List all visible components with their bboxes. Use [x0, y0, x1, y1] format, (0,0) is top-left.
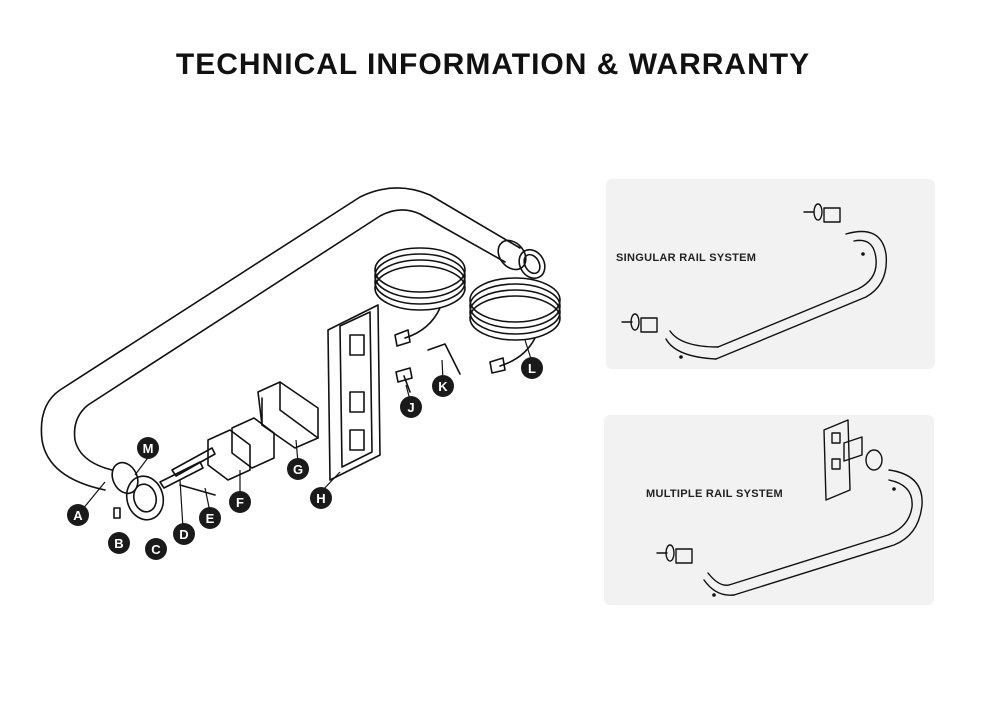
svg-text:J: J — [407, 400, 414, 415]
svg-text:A: A — [73, 508, 83, 523]
callout-C: C — [145, 538, 167, 560]
page-title: TECHNICAL INFORMATION & WARRANTY — [175, 48, 811, 81]
callout-L: L — [521, 357, 543, 379]
svg-text:L: L — [528, 361, 536, 376]
svg-text:H: H — [316, 491, 325, 506]
rail-tube — [40, 187, 521, 491]
singular-rail-illustration — [621, 203, 888, 360]
svg-text:D: D — [179, 527, 188, 542]
callout-K: K — [432, 375, 454, 397]
callout-H: H — [310, 487, 332, 509]
svg-text:F: F — [236, 495, 244, 510]
callout-A: A — [67, 504, 89, 526]
svg-text:E: E — [206, 511, 215, 526]
callout-D: D — [173, 523, 195, 545]
svg-text:M: M — [143, 441, 154, 456]
callout-F: F — [229, 491, 251, 513]
svg-text:B: B — [114, 536, 123, 551]
multiple-rail-panel: MULTIPLE RAIL SYSTEM — [604, 415, 934, 605]
part-callouts: A B C D E F G H J K L M — [67, 357, 543, 560]
singular-rail-panel: SINGULAR RAIL SYSTEM — [606, 179, 935, 369]
svg-text:C: C — [151, 542, 161, 557]
callout-J: J — [400, 396, 422, 418]
callout-E: E — [199, 507, 221, 529]
callout-G: G — [287, 458, 309, 480]
svg-text:G: G — [293, 462, 303, 477]
singular-rail-label: SINGULAR RAIL SYSTEM — [616, 252, 757, 264]
svg-text:K: K — [438, 379, 448, 394]
callout-M: M — [137, 437, 159, 459]
multiple-rail-illustration — [656, 419, 923, 597]
callout-B: B — [108, 532, 130, 554]
multiple-rail-label: MULTIPLE RAIL SYSTEM — [646, 488, 783, 500]
